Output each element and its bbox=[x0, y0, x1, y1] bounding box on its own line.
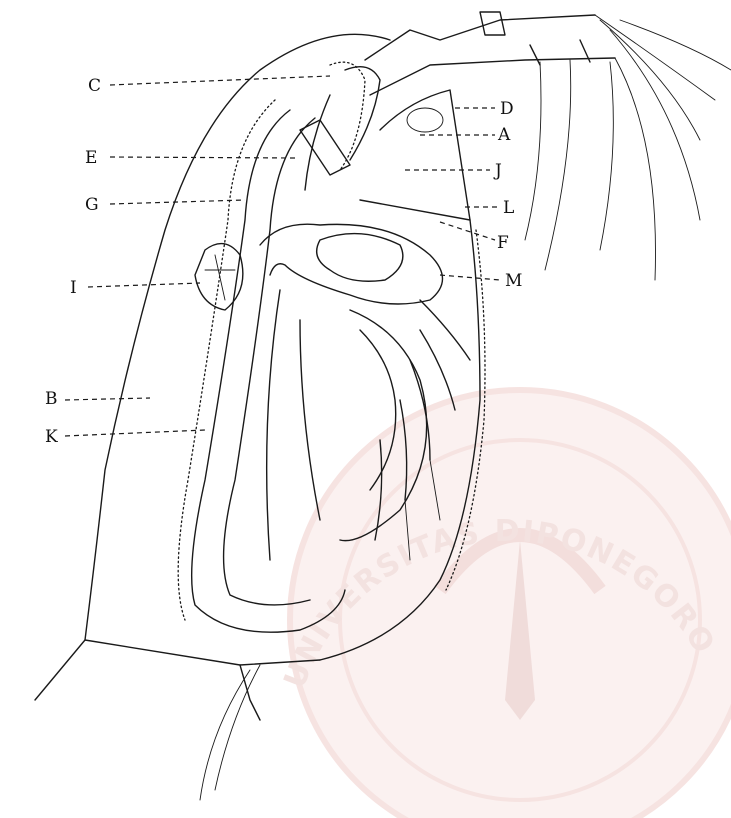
label-a: A bbox=[497, 125, 511, 145]
label-k: K bbox=[45, 427, 58, 447]
label-j: J bbox=[493, 161, 502, 181]
label-g: G bbox=[85, 195, 99, 215]
watermark-seal: UNIVERSITAS DIPONEGORO bbox=[277, 390, 731, 818]
label-b: B bbox=[45, 389, 58, 409]
label-l: L bbox=[503, 198, 514, 218]
antenna bbox=[365, 12, 731, 280]
label-f: F bbox=[497, 233, 509, 253]
label-i: I bbox=[70, 278, 77, 298]
head-region bbox=[300, 62, 470, 220]
label-c: C bbox=[88, 76, 101, 96]
label-m: M bbox=[505, 271, 522, 291]
label-d: D bbox=[500, 99, 514, 119]
heart bbox=[195, 244, 243, 310]
compound-eye bbox=[407, 108, 443, 132]
label-e: E bbox=[85, 148, 97, 168]
diagram-labels: C D A E J G L F I M B K bbox=[45, 76, 522, 447]
